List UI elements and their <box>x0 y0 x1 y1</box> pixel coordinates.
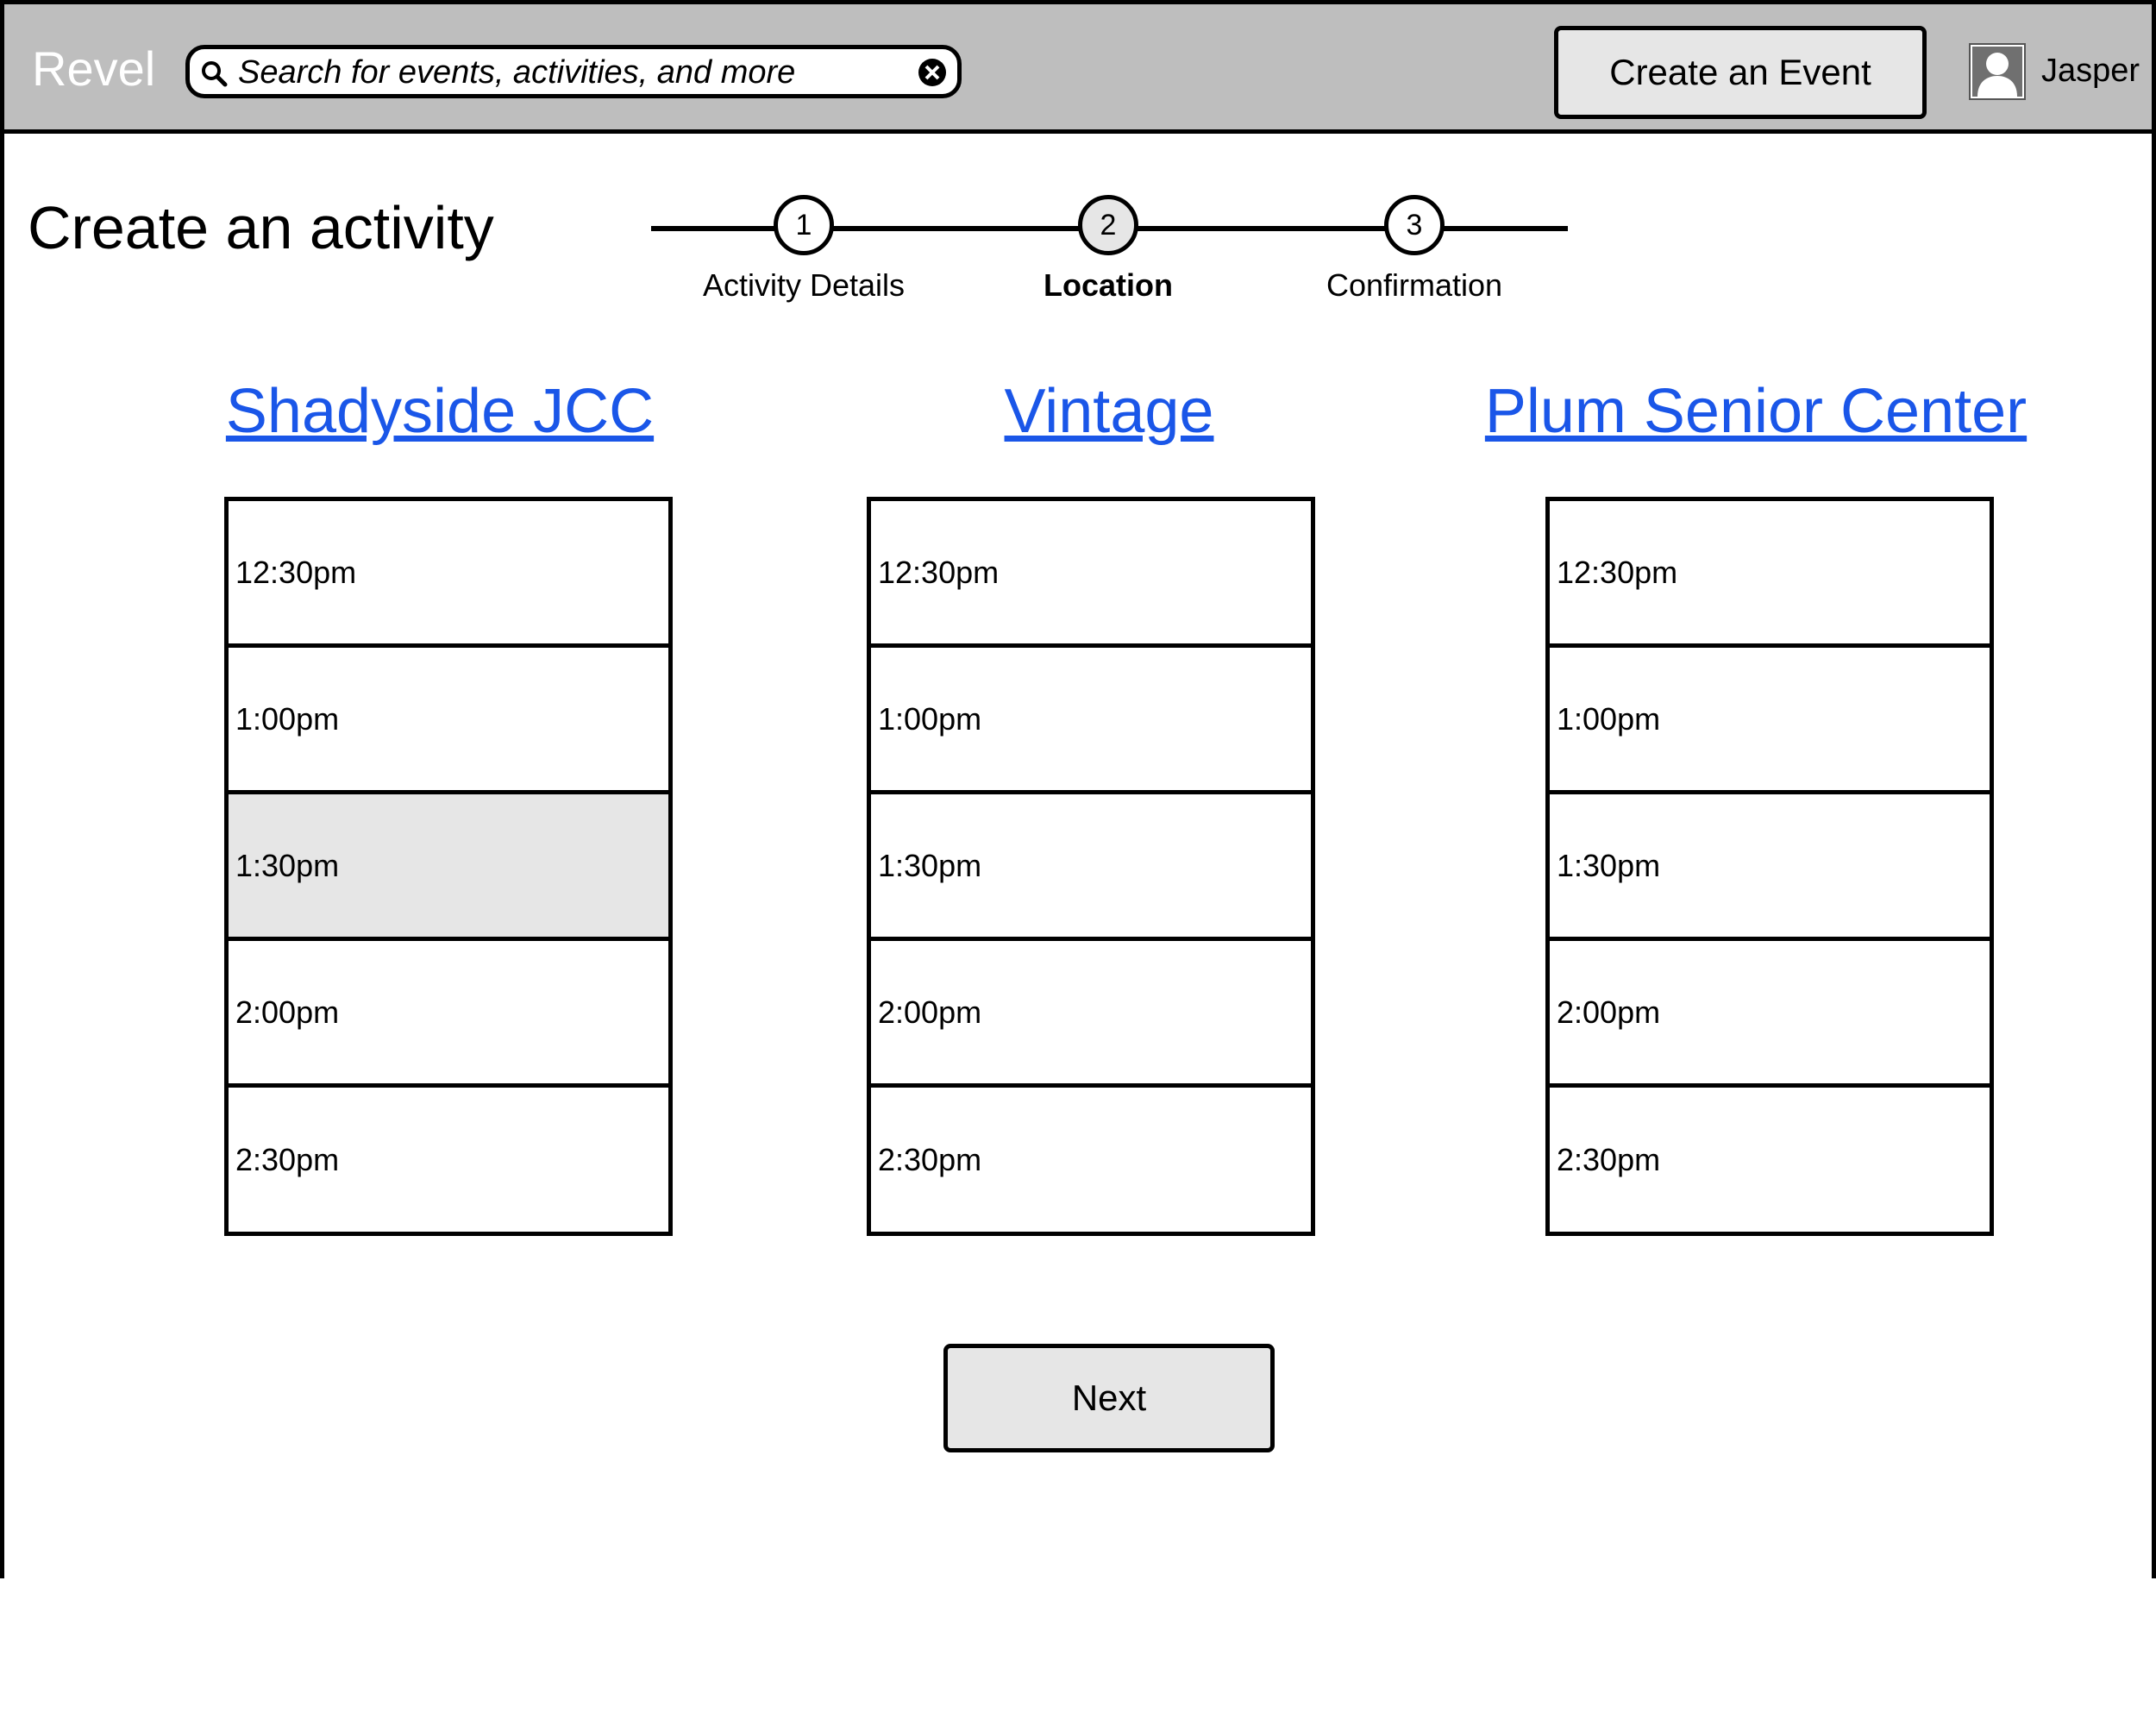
time-slot[interactable]: 12:30pm <box>1550 501 1990 648</box>
step-2-label: Location <box>1044 267 1173 303</box>
time-slot-selected[interactable]: 1:30pm <box>229 794 668 941</box>
time-slot[interactable]: 12:30pm <box>229 501 668 648</box>
avatar-icon[interactable] <box>1969 43 2026 100</box>
time-slot[interactable]: 2:00pm <box>1550 941 1990 1088</box>
progress-stepper: 1 Activity Details 2 Location 3 Confirma… <box>651 195 1568 333</box>
time-slot[interactable]: 2:30pm <box>871 1088 1311 1232</box>
time-slot[interactable]: 1:00pm <box>229 648 668 794</box>
page-title: Create an activity <box>28 194 494 261</box>
time-slot-list-vintage: 12:30pm 1:00pm 1:30pm 2:00pm 2:30pm <box>867 497 1315 1236</box>
venue-link-shadyside-jcc[interactable]: Shadyside JCC <box>225 377 655 446</box>
time-slot[interactable]: 1:00pm <box>871 648 1311 794</box>
top-bar: Revel Search for events, activities, and… <box>0 0 2156 134</box>
username-label[interactable]: Jasper <box>2041 53 2140 89</box>
search-icon <box>202 61 228 87</box>
venue-link-plum-senior-center[interactable]: Plum Senior Center <box>1484 377 2028 446</box>
step-3-indicator: 3 <box>1384 195 1445 255</box>
venue-link-vintage[interactable]: Vintage <box>1004 377 1214 446</box>
time-slot-list-shadyside-jcc: 12:30pm 1:00pm 1:30pm 2:00pm 2:30pm <box>224 497 673 1236</box>
time-slot-list-plum-senior-center: 12:30pm 1:00pm 1:30pm 2:00pm 2:30pm <box>1545 497 1994 1236</box>
time-slot[interactable]: 12:30pm <box>871 501 1311 648</box>
time-slot[interactable]: 2:00pm <box>871 941 1311 1088</box>
time-slot[interactable]: 1:30pm <box>1550 794 1990 941</box>
time-slot[interactable]: 2:00pm <box>229 941 668 1088</box>
time-slot[interactable]: 1:30pm <box>871 794 1311 941</box>
step-1-label: Activity Details <box>702 267 906 303</box>
search-input[interactable]: Search for events, activities, and more <box>238 54 796 91</box>
create-event-button[interactable]: Create an Event <box>1554 26 1927 119</box>
search-box[interactable]: Search for events, activities, and more <box>185 45 962 98</box>
step-2-indicator: 2 <box>1078 195 1138 255</box>
app-logo[interactable]: Revel <box>32 41 156 96</box>
next-button[interactable]: Next <box>943 1344 1275 1452</box>
time-slot[interactable]: 2:30pm <box>229 1088 668 1232</box>
step-1-indicator: 1 <box>774 195 834 255</box>
clear-icon[interactable] <box>916 56 949 89</box>
time-slot[interactable]: 2:30pm <box>1550 1088 1990 1232</box>
step-3-label: Confirmation <box>1326 267 1503 303</box>
time-slot[interactable]: 1:00pm <box>1550 648 1990 794</box>
